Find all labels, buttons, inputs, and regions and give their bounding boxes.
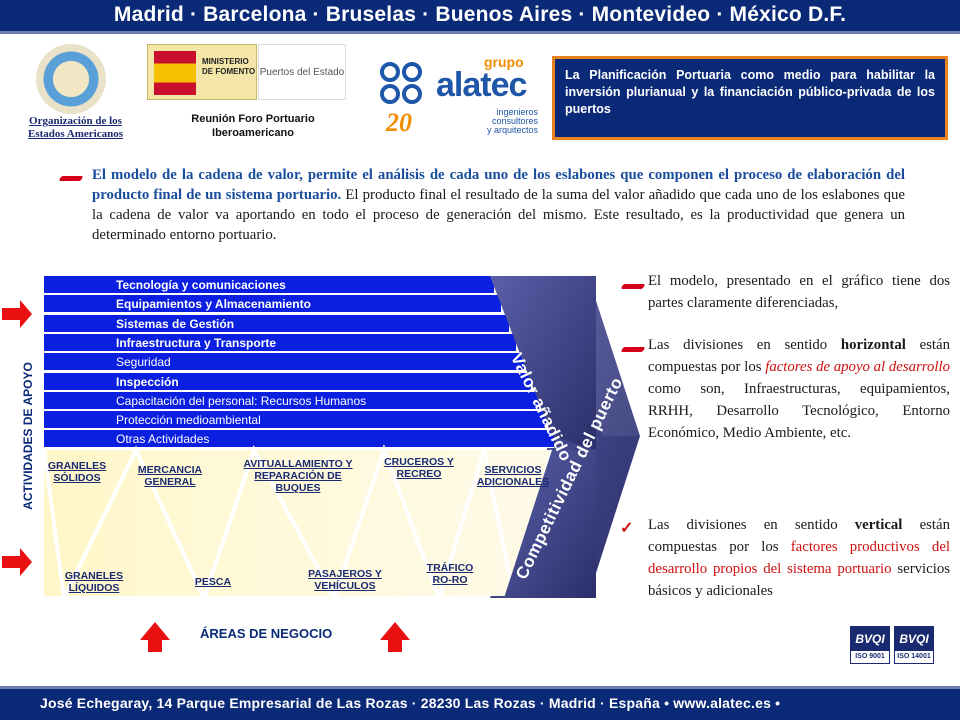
p3-productive-factors: factores productivos del desarrollo prop… (648, 539, 950, 577)
area-pasajeros: PASAJEROS Y VEHÍCULOS (308, 568, 382, 592)
area-graneles-liquidos: GRANELES LÍQUIDOS (64, 570, 124, 594)
p2-support-factors: factores de apoyo al desarrollo (765, 359, 950, 375)
alatec-logo: grupo alatec ingenieros consultores y ar… (380, 54, 540, 154)
right-paragraph-3: Las divisiones en sentido vertical están… (648, 514, 950, 602)
support-activity-bar: Equipamientos y Almacenamiento (44, 295, 501, 314)
side-label: ACTIVIDADES DE APOYO (15, 336, 41, 536)
area-pesca: PESCA (194, 576, 232, 588)
oea-label-line1: Organización de los (29, 115, 122, 127)
forum-label: Reunión Foro Portuario Iberoamericano (168, 112, 338, 140)
area-trafico-roro: TRÁFICO RO-RO (426, 562, 474, 586)
bullet-pin-icon (622, 345, 646, 353)
intro-rest: El producto final el resultado de la sum… (92, 187, 905, 243)
p2-text-c: como son, Infraestructuras, equipamiento… (648, 381, 950, 441)
iso-14001-label: ISO 14001 (897, 653, 931, 660)
oea-seal-logo (36, 44, 106, 114)
intro-paragraph: El modelo de la cadena de valor, permite… (92, 165, 905, 245)
area-mercancia-general: MERCANCIA GENERAL (137, 464, 203, 488)
fomento-text: MINISTERIO DE FOMENTO (202, 57, 255, 77)
support-activity-bar: Capacitación del personal: Recursos Huma… (44, 391, 539, 410)
support-activity-bar: Sistemas de Gestión (44, 314, 509, 333)
support-activity-bar: Tecnología y comunicaciones (44, 276, 494, 294)
ministerio-fomento-logo: MINISTERIO DE FOMENTO (147, 44, 257, 100)
right-paragraph-2: Las divisiones en sentido horizontal est… (648, 334, 950, 444)
alatec-rings-icon (380, 62, 430, 106)
area-servicios-adicionales: SERVICIOS ADICIONALES (476, 464, 550, 488)
iso-9001-label: ISO 9001 (855, 653, 885, 660)
support-activity-bar: Otras Actividades (44, 430, 554, 449)
p3-vertical: vertical (854, 517, 903, 533)
p2-text-b: están compuestas por los (648, 337, 950, 375)
support-activity-bar: Infraestructura y Transporte (44, 333, 516, 352)
p2-horizontal: horizontal (840, 337, 906, 353)
support-activity-bar: Inspección (44, 372, 531, 391)
red-arrow-up-icon (380, 622, 410, 652)
p3-text-a: Las divisiones en sentido (648, 517, 855, 533)
right-paragraph-1: El modelo, presentado en el gráfico tien… (648, 273, 950, 311)
p3-text-c: servicios básicos y adicionales (648, 561, 950, 599)
red-arrow-right-icon (2, 548, 32, 576)
iso-9001-badge: BVQI ISO 9001 (850, 626, 890, 664)
header-title: Madrid · Barcelona · Bruselas · Buenos A… (0, 0, 960, 34)
p3-text-b: están compuestas por los (648, 517, 950, 555)
area-cruceros: CRUCEROS Y RECREO (384, 456, 454, 480)
puertos-del-estado-logo: Puertos del Estado (258, 44, 346, 100)
oea-label: Organización de los Estados Americanos (8, 115, 143, 141)
callout-box: La Planificación Portuaria como medio pa… (552, 56, 948, 140)
alatec-tagline: ingenieros consultores y arquitectos (456, 108, 538, 135)
alatec-tagline-line2: y arquitectos (486, 125, 538, 135)
support-activity-bar: Seguridad (44, 353, 524, 372)
alatec-wordmark: alatec (436, 66, 527, 104)
support-activity-bar: Protección medioambiental (44, 411, 546, 430)
area-avituallamiento: AVITUALLAMIENTO Y REPARACIÓN DE BUQUES (243, 458, 353, 494)
forum-label-line1: Reunión Foro Portuario (191, 113, 315, 125)
bvqi-mark: BVQI (895, 627, 933, 651)
bvqi-mark: BVQI (851, 627, 889, 651)
side-label-text: ACTIVIDADES DE APOYO (21, 362, 35, 510)
fomento-text-line1: MINISTERIO (202, 57, 249, 66)
footer-address: José Echegaray, 14 Parque Empresarial de… (0, 686, 960, 720)
alatec-anniversary: 20 (386, 108, 412, 137)
fomento-text-line2: DE FOMENTO (202, 67, 256, 76)
alatec-grupo: grupo (484, 54, 524, 70)
bullet-pin-icon (60, 174, 84, 182)
red-arrow-right-icon (2, 300, 32, 328)
p2-text-a: Las divisiones en sentido (648, 337, 841, 353)
checkmark-icon: ✓ (620, 520, 634, 537)
forum-label-line2: Iberoamericano (212, 127, 294, 139)
alatec-tagline-line1: ingenieros consultores (491, 107, 538, 126)
oea-label-line2: Estados Americanos (27, 128, 124, 140)
bar-diagonal-mask (490, 276, 596, 450)
intro-emphasis: El modelo de la cadena de valor, permite… (92, 167, 905, 203)
business-areas-label: ÁREAS DE NEGOCIO (200, 626, 333, 641)
bullet-pin-icon (622, 282, 646, 290)
red-arrow-up-icon (140, 622, 170, 652)
iso-14001-badge: BVQI ISO 14001 (894, 626, 934, 664)
business-zigzag (44, 444, 596, 598)
area-graneles-solidos: GRANELES SÓLIDOS (47, 460, 107, 484)
coat-of-arms-icon (154, 51, 196, 95)
